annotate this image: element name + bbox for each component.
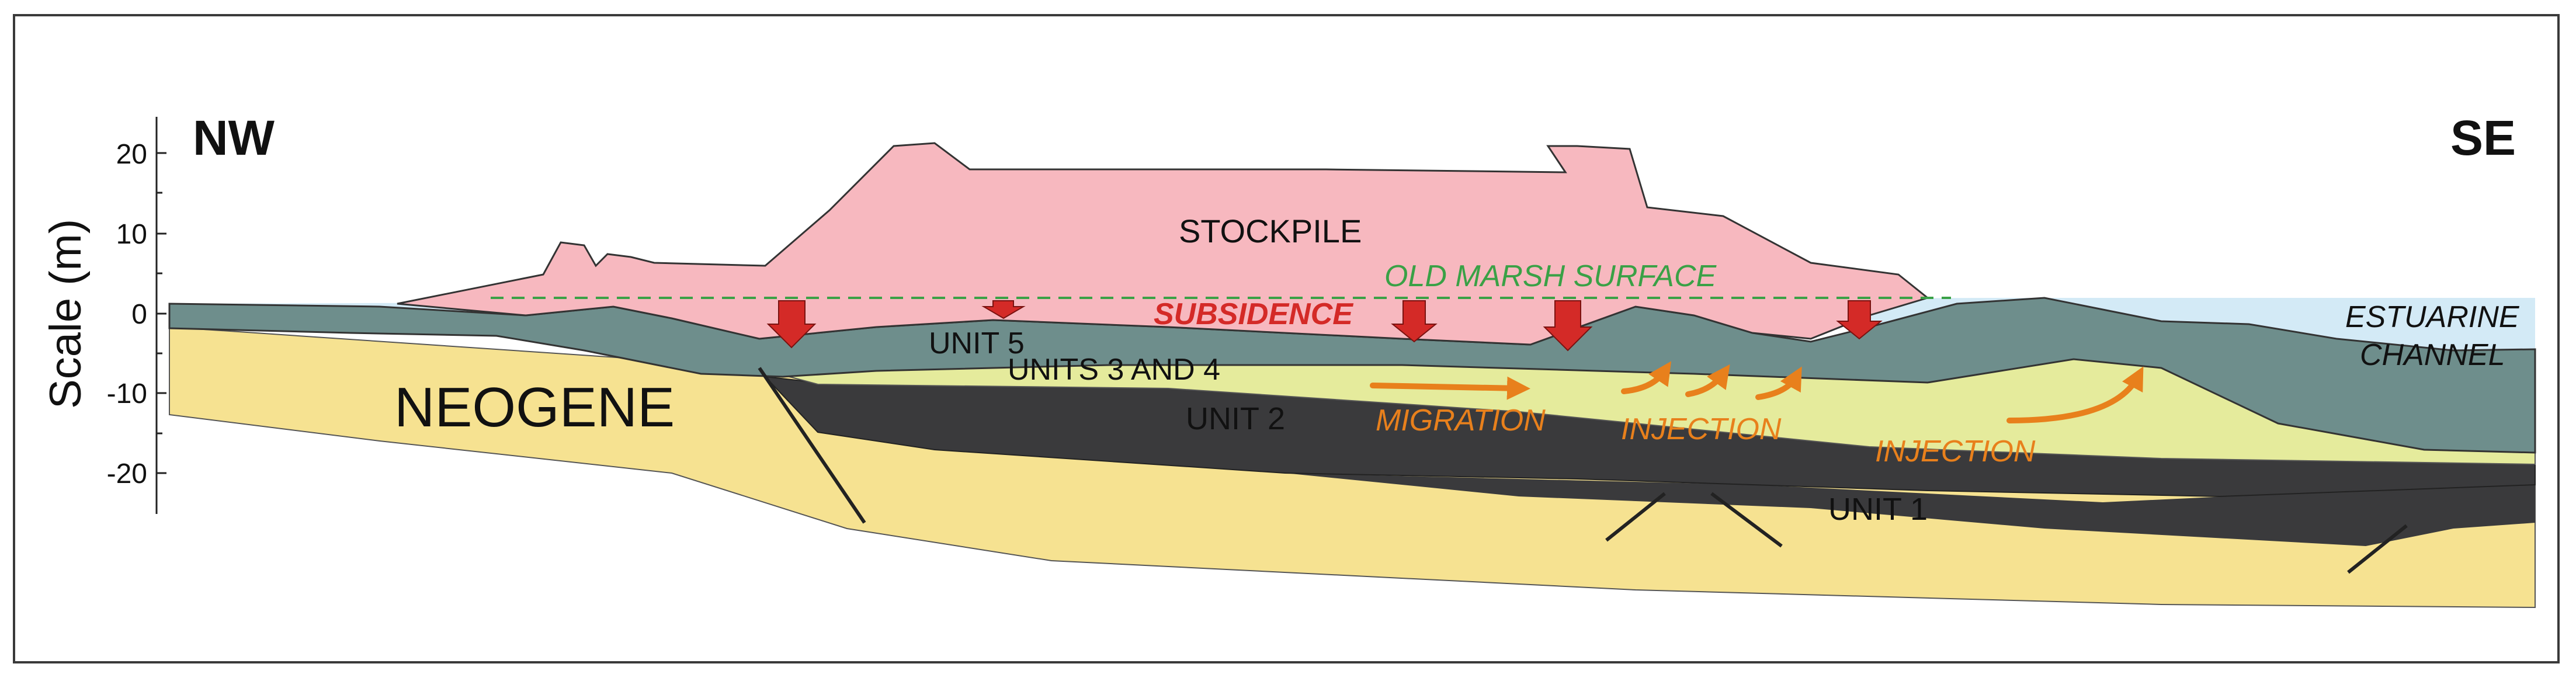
fault-mid-left	[1605, 492, 1666, 542]
injection-arrow	[1685, 364, 1730, 397]
scale-tick-label: -20	[107, 458, 147, 489]
units34-label: UNITS 3 AND 4	[1008, 353, 1220, 387]
injection-arrow	[1755, 366, 1802, 400]
subsidence-arrow	[1391, 300, 1438, 343]
injection-arrow	[2006, 366, 2144, 423]
subsidence-arrow	[981, 300, 1026, 319]
injection-arrow	[1621, 361, 1672, 394]
fluid-arrows	[1370, 361, 2144, 423]
nw-label: NW	[193, 110, 275, 165]
unit1-layer	[1285, 473, 2535, 546]
subsidence-arrow	[1543, 300, 1593, 352]
fault-right	[2347, 524, 2408, 574]
scale-tick-label: 10	[116, 219, 147, 250]
channel-label: CHANNEL	[2360, 338, 2505, 372]
injection-label-1: INJECTION	[1621, 412, 1782, 446]
fault-mid-right	[1710, 492, 1783, 548]
scale-axis-label: Scale (m)	[41, 219, 91, 409]
unit2-label: UNIT 2	[1186, 401, 1285, 436]
subsidence-arrow	[1836, 300, 1883, 340]
stockpile-label: STOCKPILE	[1179, 213, 1362, 249]
scale-tick-label: 20	[116, 139, 147, 170]
se-label: SE	[2450, 110, 2516, 165]
unit1-label: UNIT 1	[1828, 492, 1928, 527]
stockpile-layer	[397, 142, 1930, 346]
fault-left	[758, 367, 866, 524]
scale-tick-label: -10	[107, 378, 147, 409]
migration-label: MIGRATION	[1376, 404, 1546, 437]
subsidence-arrows	[766, 300, 1883, 352]
unit5-label: UNIT 5	[929, 326, 1025, 360]
migration-arrow	[1370, 376, 1530, 400]
scale-axis	[155, 117, 166, 514]
subsidence-label: SUBSIDENCE	[1154, 297, 1353, 331]
subsidence-arrow	[766, 300, 817, 349]
scale-tick-label: 0	[131, 299, 147, 330]
estuarine-label: ESTUARINE	[2345, 300, 2520, 334]
injection-label-2: INJECTION	[1875, 435, 2036, 468]
neogene-label: NEOGENE	[394, 376, 675, 439]
old-marsh-surface-label: OLD MARSH SURFACE	[1384, 259, 1717, 293]
